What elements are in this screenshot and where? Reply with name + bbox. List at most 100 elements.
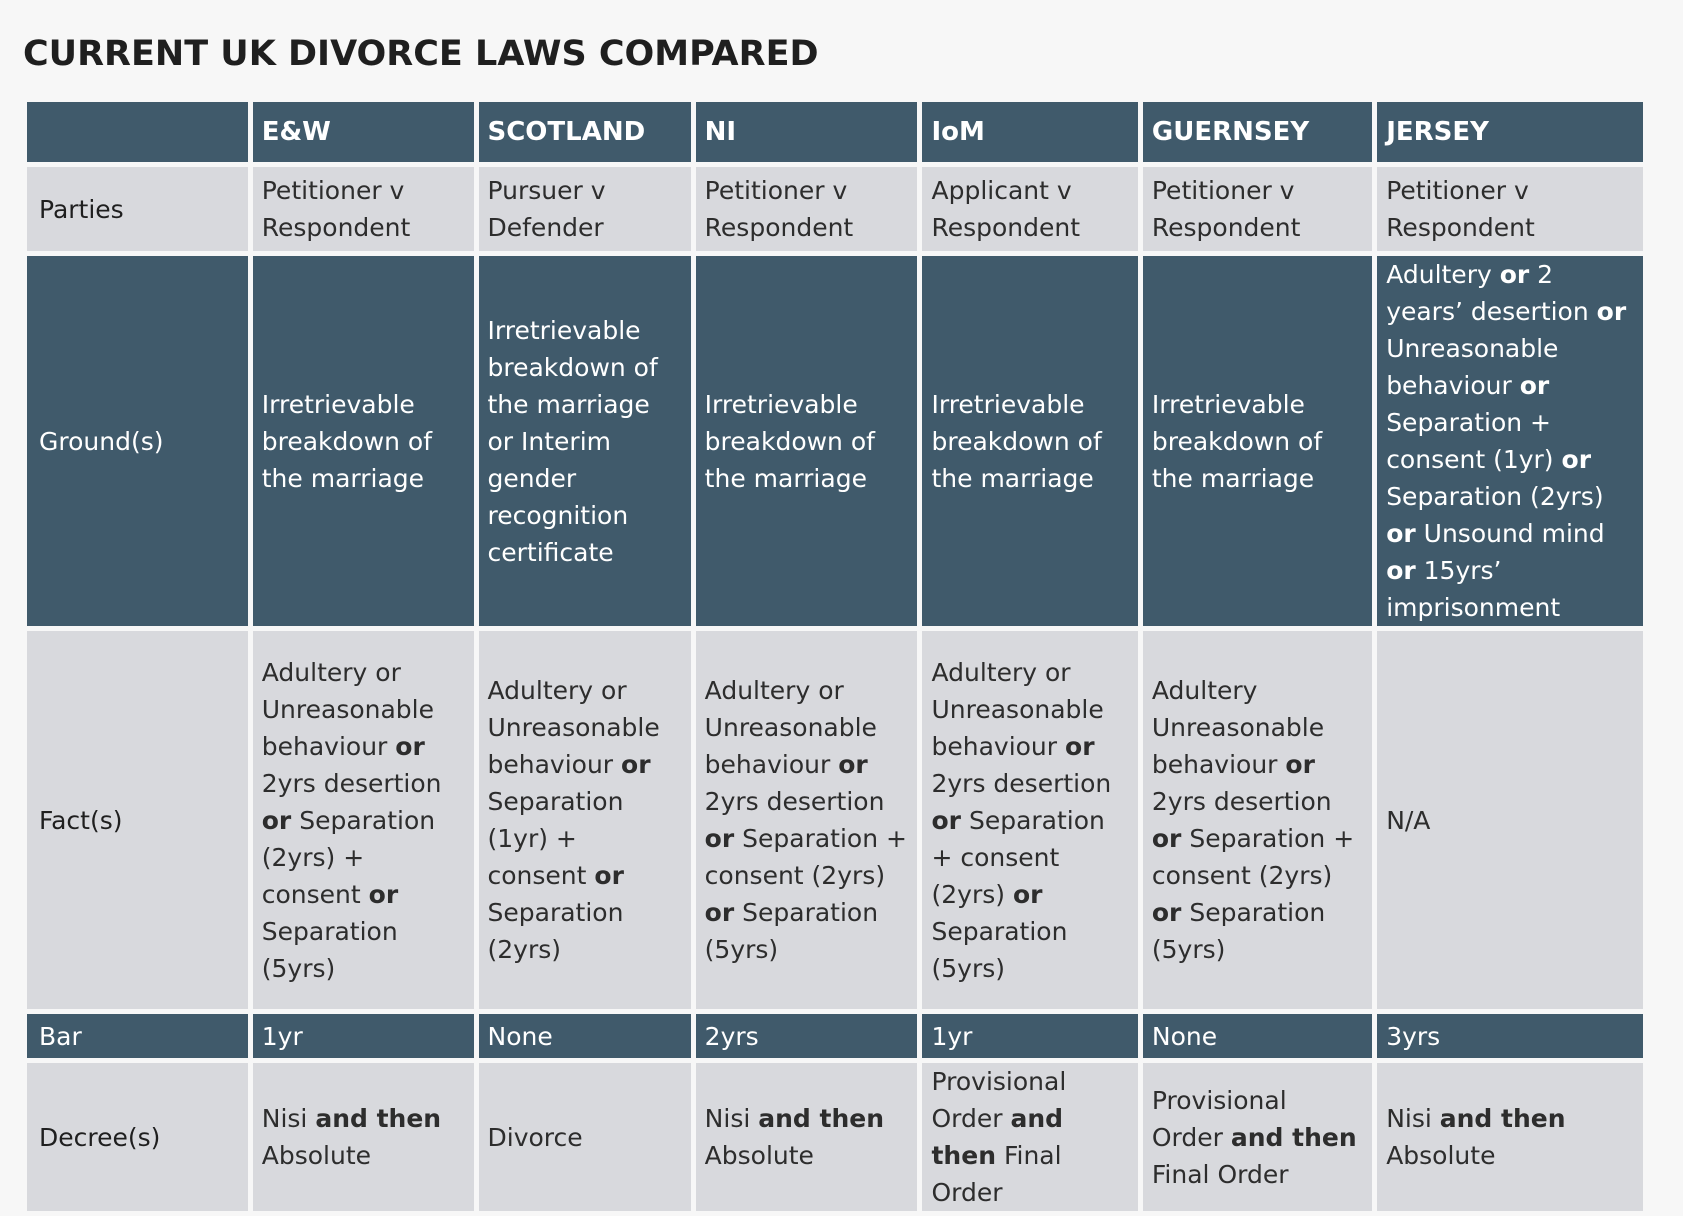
table-cell: Provisional Order and then Final Order (1142, 1063, 1373, 1211)
table-cell: Nisi and then Absolute (1377, 1063, 1643, 1211)
table-cell: Nisi and then Absolute (695, 1063, 918, 1211)
cell-text: Separation (5yrs) (261, 916, 398, 983)
table-cell: 2yrs (695, 1014, 918, 1058)
table-cell: Adultery or Unreasonable behaviour or 2y… (695, 631, 918, 1009)
row-label-grounds: Ground(s) (27, 256, 248, 626)
cell-text-bold: or (1285, 750, 1315, 779)
table-cell: Applicant v Respondent (922, 167, 1138, 251)
cell-text-bold: or (621, 750, 651, 779)
cell-text: 2yrs desertion (704, 787, 885, 816)
cell-text-bold: or (1499, 260, 1530, 289)
cell-text: Separation + consent (2yrs) (1151, 824, 1355, 890)
cell-text: Petitioner v Respondent (261, 176, 411, 242)
table-cell: 1yr (922, 1014, 1138, 1058)
cell-text: Separation + consent (2yrs) (931, 805, 1105, 909)
cell-text-bold: or (1386, 519, 1416, 548)
table-cell: None (1142, 1014, 1373, 1058)
cell-text: Nisi (1386, 1104, 1440, 1133)
cell-text-bold: or (1151, 898, 1182, 927)
cell-text: Irretrievable breakdown of the marriage (1151, 389, 1323, 493)
cell-text: 1yr (261, 1021, 303, 1051)
cell-text-bold: and then (1230, 1122, 1357, 1152)
cell-text: Nisi (261, 1104, 316, 1133)
cell-text: Adultery or Unreasonable behaviour (261, 657, 435, 761)
cell-text-bold: or (368, 879, 399, 909)
column-header-ew: E&W (252, 102, 474, 162)
row-label-decrees: Decree(s) (27, 1063, 248, 1211)
cell-text-bold: or (1596, 297, 1627, 326)
cell-text: 1yr (931, 1021, 973, 1051)
cell-text-bold: or (704, 898, 735, 927)
cell-text: Separation (2yrs) (1386, 482, 1604, 511)
table-cell: Adultery Unreasonable behaviour or 2yrs … (1142, 631, 1373, 1009)
table-row-grounds: Ground(s) Irretrievable breakdown of the… (27, 256, 1643, 626)
table-cell: Pursuer v Defender (478, 167, 691, 251)
table-cell: 3yrs (1377, 1014, 1643, 1058)
cell-text: Petitioner v Respondent (1151, 176, 1301, 242)
row-label-parties: Parties (27, 167, 248, 251)
cell-text-bold: or (395, 731, 425, 761)
cell-text: None (487, 1021, 553, 1051)
cell-text: Provisional Order (931, 1067, 1067, 1133)
table-row-decrees: Decree(s) Nisi and then Absolute Divorce… (27, 1063, 1643, 1211)
cell-text: Unreasonable behaviour (1386, 334, 1559, 400)
table-cell: 1yr (252, 1014, 474, 1058)
table-row-bar: Bar 1yr None 2yrs 1yr None 3yrs (27, 1014, 1643, 1058)
cell-text: Nisi (704, 1104, 759, 1133)
cell-text: 15yrs’ imprisonment (1386, 556, 1561, 622)
cell-text: 2yrs desertion (261, 768, 442, 798)
table-cell: Nisi and then Absolute (252, 1063, 474, 1211)
cell-text: Absolute (261, 1141, 372, 1170)
cell-text-bold: and then (758, 1104, 885, 1133)
table-cell: Irretrievable breakdown of the marriage (922, 256, 1138, 626)
cell-text: Adultery or Unreasonable behaviour (931, 657, 1104, 761)
table-header-corner (27, 102, 248, 162)
cell-text: Separation (1yr) + consent (487, 787, 624, 890)
cell-text-bold: or (594, 861, 624, 890)
table-cell: Adultery or 2 years’ desertion or Unreas… (1377, 256, 1643, 626)
cell-text: Final Order (1151, 1159, 1289, 1189)
cell-text: Separation + consent (1yr) (1386, 408, 1562, 474)
table-cell: Irretrievable breakdown of the marriage … (478, 256, 691, 626)
cell-text: Petitioner v Respondent (1386, 176, 1535, 242)
page-title: CURRENT UK DIVORCE LAWS COMPARED (23, 34, 819, 74)
cell-text-bold: or (1386, 556, 1416, 585)
cell-text: Unsound mind (1415, 519, 1605, 548)
table-cell: Adultery or Unreasonable behaviour or 2y… (922, 631, 1138, 1009)
cell-text: Petitioner v Respondent (704, 176, 854, 242)
table-cell: Adultery or Unreasonable behaviour or 2y… (252, 631, 474, 1009)
table-cell: Divorce (478, 1063, 691, 1211)
cell-text: Irretrievable breakdown of the marriage … (487, 315, 658, 567)
cell-text: 3yrs (1386, 1021, 1441, 1051)
cell-text-bold: and then (931, 1104, 1064, 1170)
cell-text-bold: or (1561, 445, 1592, 474)
cell-text: 2yrs desertion (1151, 787, 1332, 816)
table-cell: Irretrievable breakdown of the marriage (252, 256, 474, 626)
table-header-row: E&W SCOTLAND NI IoM GUERNSEY JERSEY (27, 102, 1643, 162)
cell-text: Divorce (487, 1122, 583, 1152)
table-cell: None (478, 1014, 691, 1058)
cell-text: Provisional Order (1151, 1085, 1287, 1152)
cell-text: 2yrs desertion (931, 768, 1112, 798)
cell-text: Adultery Unreasonable behaviour (1151, 676, 1325, 779)
column-header-guernsey: GUERNSEY (1142, 102, 1373, 162)
table-cell: Petitioner v Respondent (1377, 167, 1643, 251)
cell-text: Irretrievable breakdown of the marriage (261, 389, 433, 493)
column-header-iom: IoM (922, 102, 1138, 162)
cell-text: Absolute (704, 1141, 814, 1170)
cell-text: Irretrievable breakdown of the marriage (931, 389, 1102, 493)
cell-text: None (1151, 1021, 1218, 1051)
table-cell: Adultery or Unreasonable behaviour or Se… (478, 631, 691, 1009)
table-cell: Irretrievable breakdown of the marriage (695, 256, 918, 626)
cell-text: 2yrs (704, 1021, 759, 1051)
row-label-bar: Bar (27, 1014, 248, 1058)
column-header-scotland: SCOTLAND (478, 102, 691, 162)
cell-text-bold: or (838, 750, 868, 779)
cell-text-bold: or (1065, 731, 1095, 761)
cell-text-bold: and then (1439, 1104, 1566, 1133)
cell-text-bold: or (704, 824, 735, 853)
cell-text: Adultery (1386, 260, 1500, 289)
cell-text-bold: or (1012, 879, 1043, 909)
row-label-facts: Fact(s) (27, 631, 248, 1009)
cell-text-bold: and then (315, 1104, 442, 1133)
